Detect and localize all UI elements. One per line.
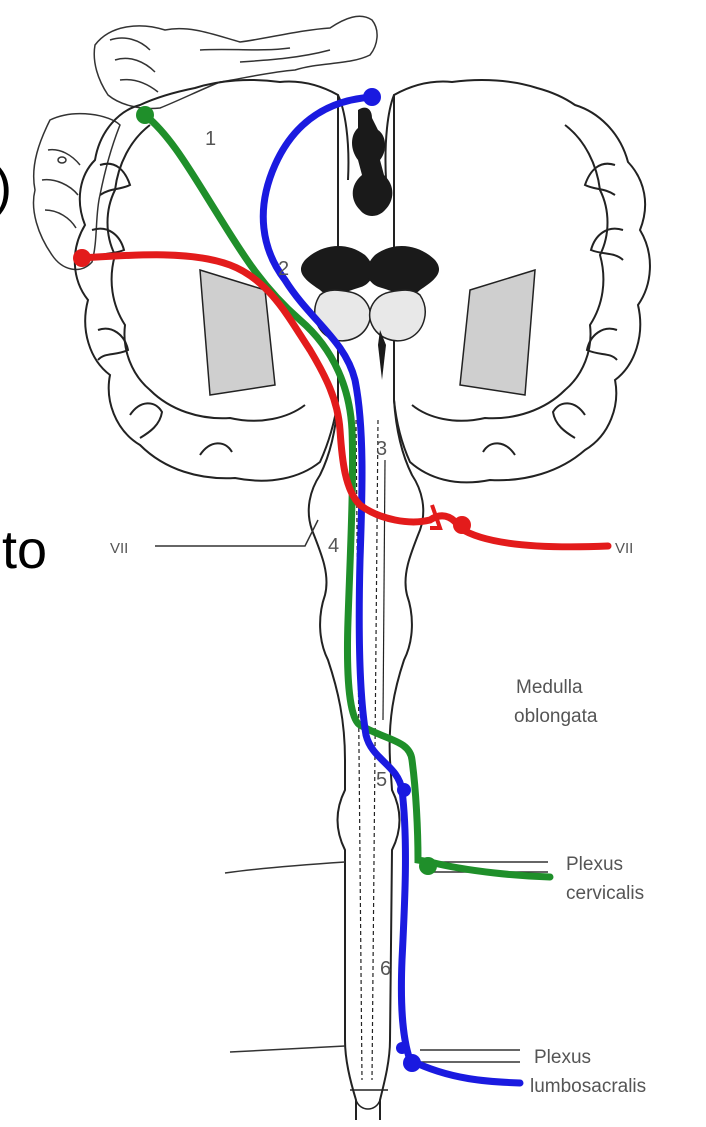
label-plexus-lumbosacralis-2: lumbosacralis: [530, 1076, 646, 1097]
basal-ganglia: [200, 270, 535, 395]
level-number-2: 2: [278, 258, 289, 280]
slide-fragment-middle: s to: [0, 520, 47, 580]
level-number-4: 4: [328, 535, 339, 557]
blue-tract-origin-dot: [363, 88, 381, 106]
label-vii-left: VII: [110, 540, 128, 557]
green-tract-origin-dot: [136, 106, 154, 124]
green-tract: [136, 106, 550, 877]
slide-fragment-top-visible: ): [0, 157, 12, 217]
blue-tract-branch-dot: [396, 1042, 408, 1054]
label-plexus-cervicalis-2: cervicalis: [566, 883, 644, 904]
red-tract-nucleus-dot: [453, 516, 471, 534]
blue-tract-mid-dot: [397, 783, 411, 797]
red-tract-origin-dot: [73, 249, 91, 267]
level-number-6: 6: [380, 958, 391, 980]
label-plexus-lumbosacralis-1: Plexus: [534, 1047, 591, 1068]
label-oblongata: oblongata: [514, 706, 598, 727]
label-plexus-cervicalis-1: Plexus: [566, 854, 623, 875]
blue-tract-end-dot: [403, 1054, 421, 1072]
level-number-3: 3: [376, 438, 387, 460]
green-tract-end-dot: [419, 857, 437, 875]
level-number-1: 1: [205, 128, 216, 150]
label-vii-right: VII: [615, 540, 633, 557]
level-number-5: 5: [376, 769, 387, 791]
label-medulla: Medulla: [516, 677, 583, 698]
